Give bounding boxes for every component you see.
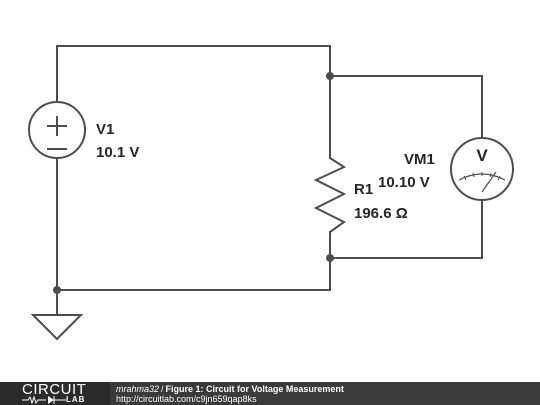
logo-text-lab: LAB	[66, 395, 86, 404]
vm1-name-label: VM1	[404, 151, 435, 168]
voltmeter-circle	[450, 137, 514, 201]
logo-waveform-icon	[22, 395, 66, 404]
junction-node-top	[326, 72, 334, 80]
junction-node-ground	[53, 286, 61, 294]
circuit-schematic: V1 10.1 V R1 196.6 Ω V VM1 10.10 V	[28, 45, 514, 341]
circuitlab-logo[interactable]: CIRCUIT LAB	[0, 382, 110, 405]
vm1-value-label: 10.10 V	[378, 174, 430, 191]
r1-value-label: 196.6 Ω	[354, 205, 408, 222]
v1-value-label: 10.1 V	[96, 144, 139, 161]
voltmeter-dial-tick	[497, 175, 501, 181]
voltmeter-symbol: V	[476, 146, 488, 165]
r1-name-label: R1	[354, 181, 373, 198]
voltmeter-dial-tick	[472, 172, 475, 178]
v1-name-label: V1	[96, 121, 114, 138]
footer-bar: CIRCUIT LAB mrahma32/Figure 1: Circuit f…	[0, 382, 540, 405]
ground-triangle	[30, 314, 84, 341]
voltmeter-vm1[interactable]: V	[450, 137, 514, 201]
junction-node-bottom	[326, 254, 334, 262]
ground-symbol[interactable]	[30, 314, 84, 341]
voltmeter-dial-tick	[463, 175, 467, 181]
resistor-zigzag	[313, 157, 347, 233]
author-name[interactable]: mrahma32	[116, 384, 160, 394]
figure-url-link[interactable]: http://circuitlab.com/c9jn659qap8ks	[116, 394, 257, 404]
logo-text-circuit: CIRCUIT	[22, 381, 87, 398]
resistor-r1[interactable]	[313, 157, 347, 233]
figure-credit: mrahma32/Figure 1: Circuit for Voltage M…	[116, 384, 344, 394]
voltmeter-needle	[481, 171, 497, 193]
credit-separator: /	[161, 384, 164, 394]
voltmeter-dial-tick	[489, 172, 492, 178]
voltage-source-v1[interactable]	[28, 101, 86, 159]
figure-title: Figure 1: Circuit for Voltage Measuremen…	[165, 384, 344, 394]
